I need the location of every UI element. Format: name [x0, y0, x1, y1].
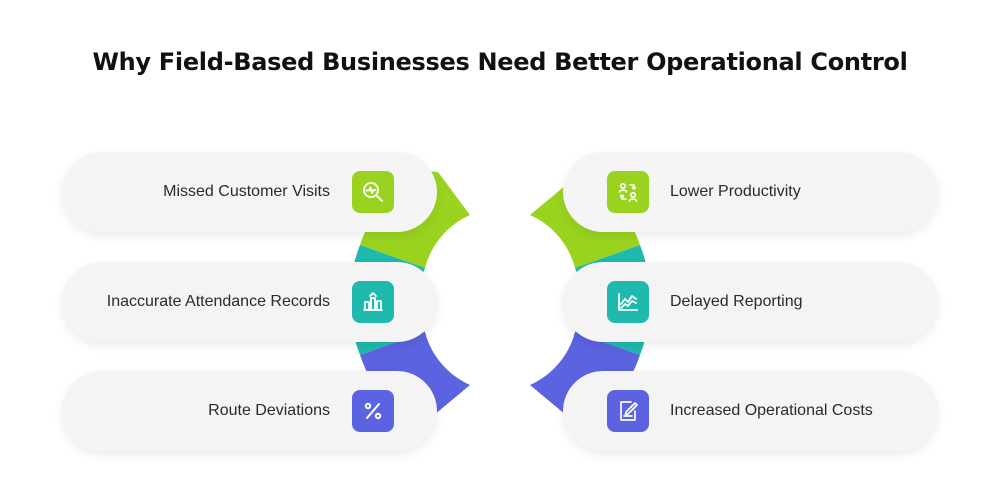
card-delayed-reporting: Delayed Reporting: [563, 262, 938, 342]
card-route-deviations: Route Deviations: [62, 371, 437, 451]
card-lower-productivity: Lower Productivity: [563, 152, 938, 232]
card-missed-customer-visits: Missed Customer Visits: [62, 152, 437, 232]
card-label: Delayed Reporting: [670, 293, 803, 310]
percent-icon: [352, 390, 394, 432]
user-swap-icon: [607, 171, 649, 213]
card-increased-costs: Increased Operational Costs: [563, 371, 938, 451]
card-inaccurate-attendance: Inaccurate Attendance Records: [62, 262, 437, 342]
search-analytics-icon: [352, 171, 394, 213]
card-label: Inaccurate Attendance Records: [106, 293, 330, 310]
line-chart-icon: [607, 281, 649, 323]
card-label: Missed Customer Visits: [163, 183, 330, 200]
page-title: Why Field-Based Businesses Need Better O…: [92, 48, 908, 76]
card-label: Lower Productivity: [670, 183, 801, 200]
card-label: Increased Operational Costs: [670, 402, 873, 419]
bar-chart-icon: [352, 281, 394, 323]
card-label: Route Deviations: [208, 402, 330, 419]
document-edit-icon: [607, 390, 649, 432]
